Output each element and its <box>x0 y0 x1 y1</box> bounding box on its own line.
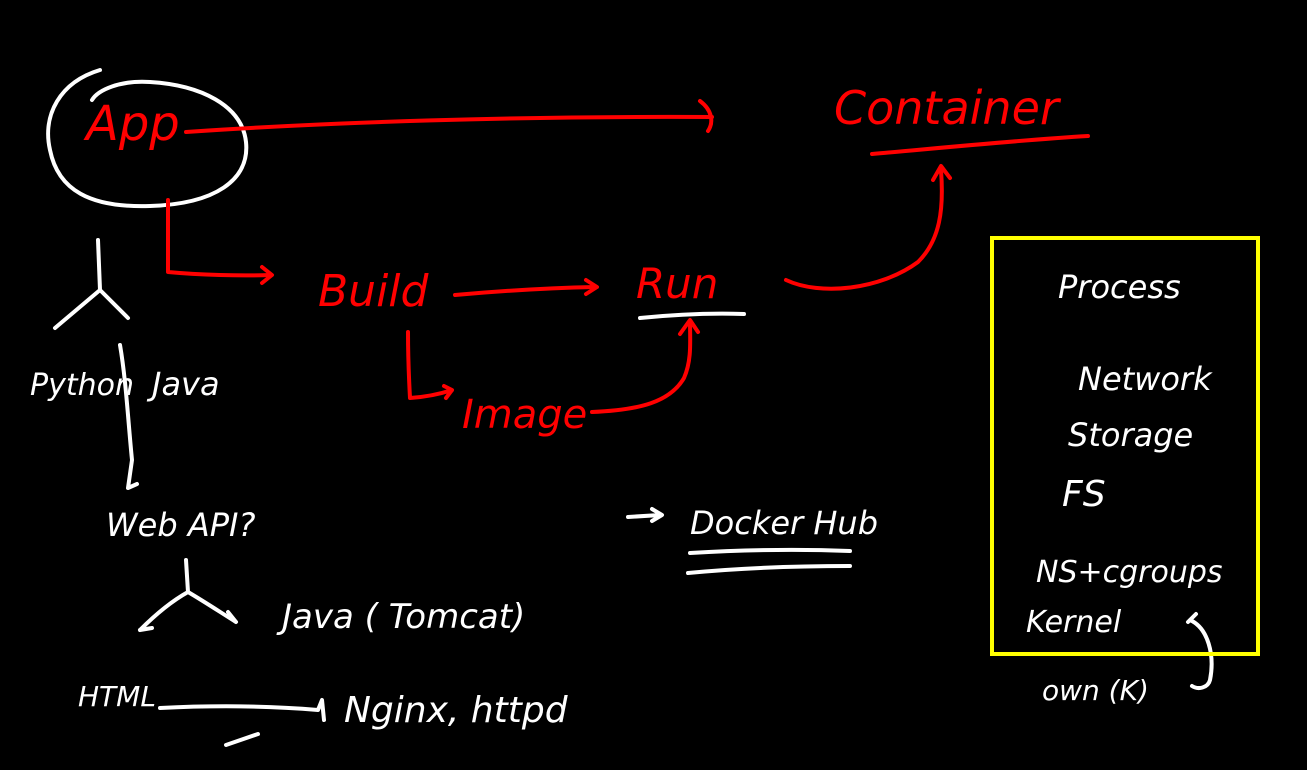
box-item-network: Network <box>1078 360 1213 398</box>
run-label: Run <box>636 259 718 308</box>
html-label: HTML <box>78 680 156 713</box>
image-to-run-arrow <box>590 318 700 414</box>
line-to-web-api <box>118 343 139 490</box>
docker-hub-label: Docker Hub <box>690 504 878 542</box>
java-label: Java <box>146 365 220 403</box>
java-tomcat-label: Java ( Tomcat) <box>276 597 525 637</box>
run-underline <box>638 311 746 320</box>
namespace-box <box>990 236 1260 656</box>
build-to-image-arrow <box>406 330 454 400</box>
docker-hub-underline-2 <box>686 564 852 575</box>
kernel-hook <box>1186 612 1214 690</box>
app-to-container-arrow <box>184 99 714 134</box>
html-arrow <box>158 698 326 722</box>
below-box-label: own (K) <box>1042 674 1149 707</box>
python-label: Python <box>30 368 134 403</box>
html-underline <box>224 732 260 747</box>
container-label: Container <box>834 81 1062 135</box>
nginx-httpd-label: Nginx, httpd <box>344 690 569 731</box>
language-branch <box>53 238 130 330</box>
web-api-branch <box>138 558 238 632</box>
box-item-process: Process <box>1058 268 1181 306</box>
docker-hub-underline-1 <box>688 547 852 555</box>
box-item-storage: Storage <box>1068 416 1193 454</box>
box-item-fs: FS <box>1062 474 1106 515</box>
box-item-ns-cgroups: NS+cgroups <box>1036 555 1223 590</box>
image-label: Image <box>462 392 587 438</box>
box-item-kernel: Kernel <box>1026 605 1122 640</box>
build-to-run-arrow <box>453 278 599 297</box>
app-to-build-arrow <box>166 198 274 285</box>
container-underline <box>870 134 1090 156</box>
web-api-label: Web API? <box>106 506 255 544</box>
build-label: Build <box>318 266 430 317</box>
run-to-container-arrow <box>784 164 952 291</box>
app-label: App <box>83 96 180 152</box>
app-circle <box>46 68 249 209</box>
docker-hub-arrow <box>626 507 664 523</box>
